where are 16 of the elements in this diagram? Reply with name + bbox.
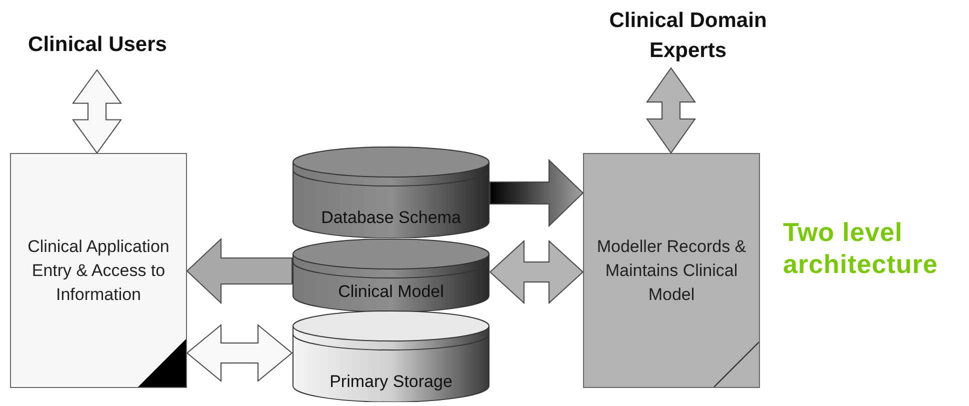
block-arrow	[489, 240, 584, 304]
actor-label: Clinical Users	[28, 32, 167, 58]
cylinder-label: Primary Storage	[330, 370, 452, 392]
box-text: Modeller Records & Maintains Clinical Model	[596, 236, 748, 306]
actor-label: Clinical Domain Experts	[608, 8, 768, 64]
block-arrow	[72, 69, 122, 154]
block-arrow	[186, 238, 292, 304]
block-arrow	[490, 158, 584, 228]
block-arrow	[646, 67, 696, 154]
box-text: Clinical Application Entry & Access to Information	[26, 236, 170, 306]
diagram-title: Two level architecture	[783, 216, 939, 280]
cylinder-label: Clinical Model	[338, 280, 444, 302]
document-box	[583, 153, 760, 388]
block-arrow	[186, 324, 293, 382]
document-box	[10, 153, 187, 388]
cylinder-label: Database Schema	[321, 206, 461, 228]
